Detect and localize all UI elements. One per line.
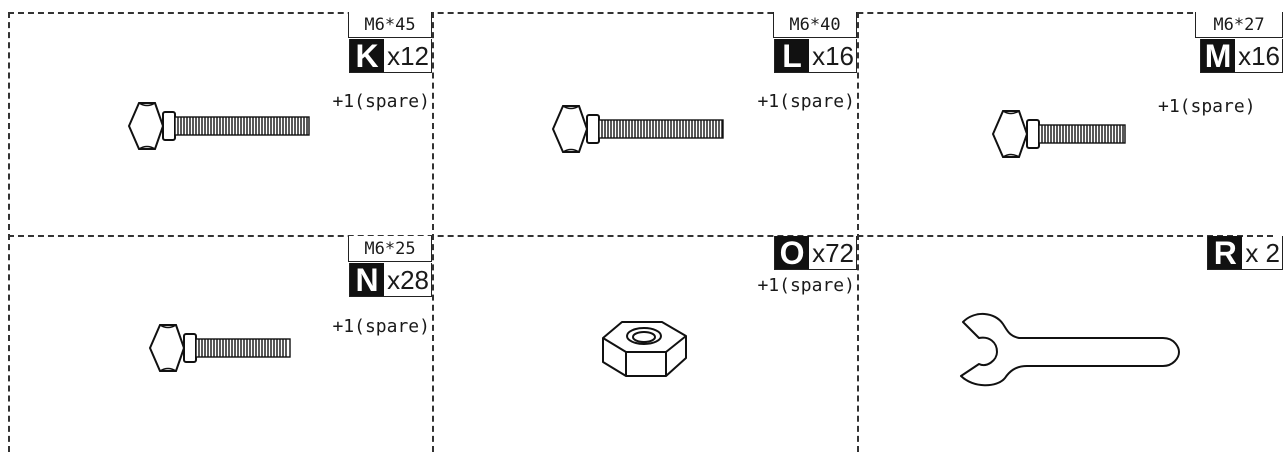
spec-label: M6*27: [1195, 12, 1283, 38]
wrench-icon: [960, 313, 1180, 387]
grid-line-col2: [857, 12, 859, 452]
part-tag: L x16: [774, 39, 857, 73]
spare-note: +1(spare): [332, 91, 430, 112]
spec-label: M6*40: [773, 12, 857, 38]
part-quantity: x16: [812, 41, 854, 71]
part-letter: L: [775, 39, 810, 73]
part-quantity: x 2: [1245, 238, 1280, 268]
part-cell-m: M6*27 M x16 +1(spare): [858, 12, 1283, 235]
part-quantity: x12: [387, 41, 429, 71]
part-cell-k: M6*45 K x12 +1(spare): [9, 12, 432, 235]
part-quantity: x16: [1238, 41, 1280, 71]
spare-note: +1(spare): [757, 275, 855, 296]
part-quantity: x72: [812, 238, 854, 268]
hex-bolt-icon: [991, 110, 1126, 158]
part-letter: K: [350, 39, 385, 73]
hex-bolt-icon: [127, 102, 310, 150]
grid-line-top: [8, 12, 1273, 14]
spare-note: +1(spare): [332, 316, 430, 337]
grid-line-col1: [432, 12, 434, 452]
part-cell-r: R x 2: [858, 236, 1283, 452]
part-quantity: x28: [387, 265, 429, 295]
grid-line-left: [8, 12, 10, 452]
part-letter: R: [1208, 236, 1243, 270]
part-tag: O x72: [774, 236, 857, 270]
part-letter: O: [775, 236, 810, 270]
part-cell-l: M6*40 L x16 +1(spare): [433, 12, 857, 235]
part-cell-n: M6*25 N x28 +1(spare): [9, 236, 432, 452]
part-tag: K x12: [349, 39, 432, 73]
grid-line-middle: [8, 235, 1273, 237]
spec-label: M6*25: [348, 236, 432, 262]
spec-label: M6*45: [348, 12, 432, 38]
part-tag: M x16: [1200, 39, 1283, 73]
hex-bolt-icon: [148, 324, 291, 372]
part-tag: R x 2: [1207, 236, 1283, 270]
part-letter: N: [350, 263, 385, 297]
hex-nut-icon: [602, 321, 687, 377]
part-letter: M: [1201, 39, 1236, 73]
spare-note: +1(spare): [1158, 96, 1256, 117]
part-tag: N x28: [349, 263, 432, 297]
hex-bolt-icon: [551, 105, 724, 153]
spare-note: +1(spare): [757, 91, 855, 112]
part-cell-o: O x72 +1(spare): [433, 236, 857, 452]
